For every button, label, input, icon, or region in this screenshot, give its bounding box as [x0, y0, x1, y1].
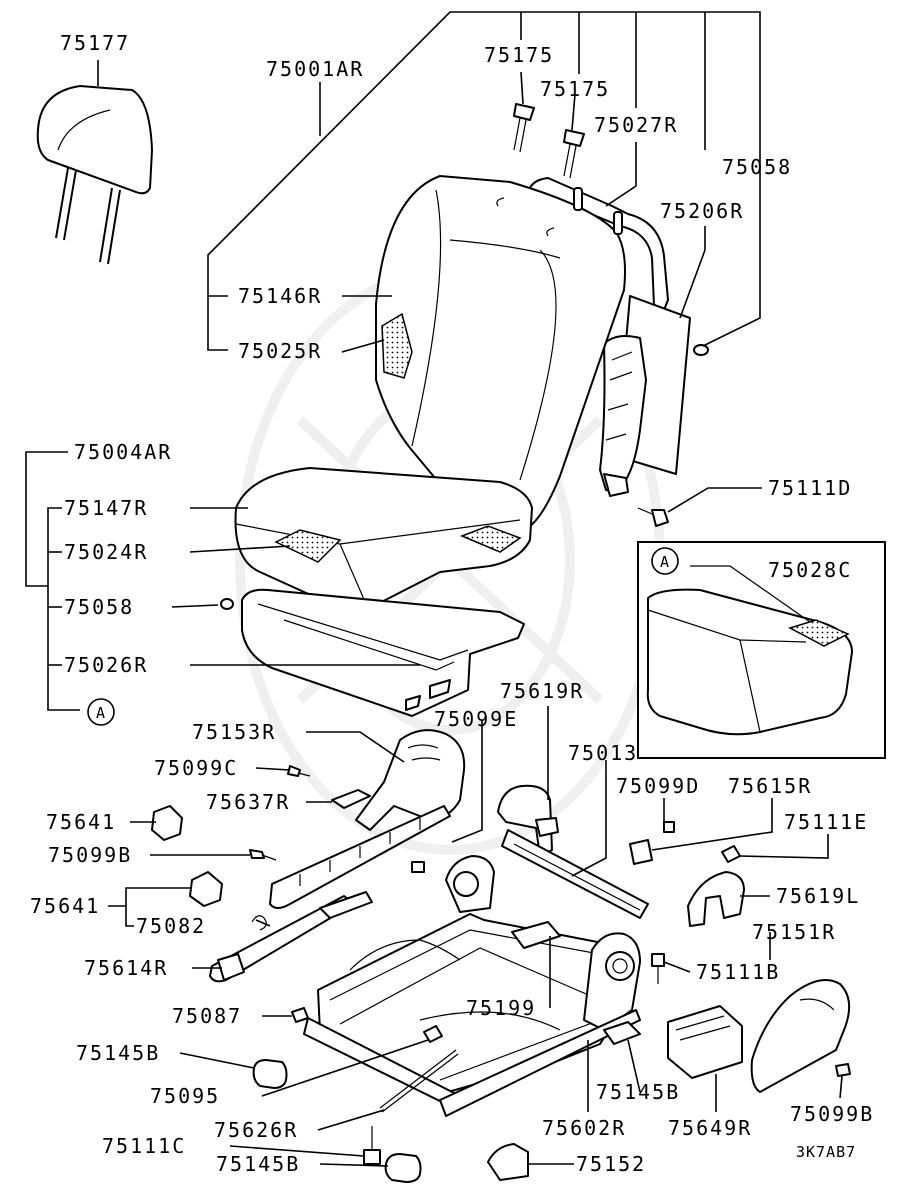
- callout-a-box-marker: A: [651, 547, 679, 575]
- part-label[interactable]: 75025R: [238, 339, 322, 363]
- part-label[interactable]: 75099B: [790, 1102, 874, 1126]
- part-label[interactable]: 75641: [30, 894, 100, 918]
- part-label[interactable]: 75099B: [48, 843, 132, 867]
- part-label[interactable]: 75058: [64, 595, 134, 619]
- part-label[interactable]: 75175: [484, 43, 554, 67]
- part-label[interactable]: 75111E: [784, 810, 868, 834]
- part-label[interactable]: 75637R: [206, 790, 290, 814]
- part-label[interactable]: 75152: [576, 1152, 646, 1176]
- part-labels: 75177 75001AR 75175 75175 75027R 75058 7…: [30, 31, 874, 1176]
- part-label[interactable]: 75614R: [84, 956, 168, 980]
- part-label[interactable]: 75619R: [500, 679, 584, 703]
- seat-cushion-assembly: [220, 467, 533, 717]
- part-label[interactable]: 75619L: [776, 884, 860, 908]
- part-label[interactable]: 75111D: [768, 476, 852, 500]
- part-label[interactable]: 75199: [466, 996, 536, 1020]
- part-label[interactable]: 75099D: [616, 774, 700, 798]
- part-label[interactable]: 75111B: [696, 960, 780, 984]
- part-label[interactable]: 75641: [46, 810, 116, 834]
- part-label[interactable]: 75082: [136, 914, 206, 938]
- part-label[interactable]: 75026R: [64, 653, 148, 677]
- part-label[interactable]: 75004AR: [74, 440, 172, 464]
- part-label[interactable]: 75024R: [64, 540, 148, 564]
- part-label[interactable]: 75027R: [594, 113, 678, 137]
- part-label[interactable]: 75626R: [214, 1118, 298, 1142]
- part-label[interactable]: 75615R: [728, 774, 812, 798]
- part-label[interactable]: 75151R: [752, 920, 836, 944]
- part-label[interactable]: 75649R: [668, 1116, 752, 1140]
- part-label[interactable]: 75087: [172, 1004, 242, 1028]
- callout-a-label: A: [96, 704, 106, 722]
- part-label[interactable]: 75145B: [76, 1041, 160, 1065]
- part-label[interactable]: 75028C: [768, 558, 852, 582]
- part-label[interactable]: 75099E: [434, 707, 518, 731]
- detail-box-a: [637, 541, 886, 759]
- part-label[interactable]: 75177: [60, 31, 130, 55]
- part-label[interactable]: 75111C: [102, 1134, 186, 1158]
- headrest: [36, 85, 153, 265]
- part-label[interactable]: 75145B: [596, 1080, 680, 1104]
- part-label[interactable]: 75175: [540, 77, 610, 101]
- part-label[interactable]: 75153R: [192, 720, 276, 744]
- callout-a-marker: A: [87, 698, 115, 726]
- callout-a-box-label: A: [660, 553, 670, 571]
- part-label[interactable]: 75145B: [216, 1152, 300, 1176]
- part-label[interactable]: 75099C: [154, 756, 238, 780]
- part-label[interactable]: 75602R: [542, 1116, 626, 1140]
- diagram-code: 3K7AB7: [796, 1143, 856, 1161]
- part-label[interactable]: 75206R: [660, 199, 744, 223]
- leader-lines: [25, 11, 843, 1167]
- part-label[interactable]: 75058: [722, 155, 792, 179]
- part-label[interactable]: 75146R: [238, 284, 322, 308]
- part-label[interactable]: 75147R: [64, 496, 148, 520]
- part-label[interactable]: 75095: [150, 1084, 220, 1108]
- seat-back-assembly: [375, 103, 709, 534]
- part-label[interactable]: 75001AR: [266, 57, 364, 81]
- part-label[interactable]: 75013: [568, 741, 638, 765]
